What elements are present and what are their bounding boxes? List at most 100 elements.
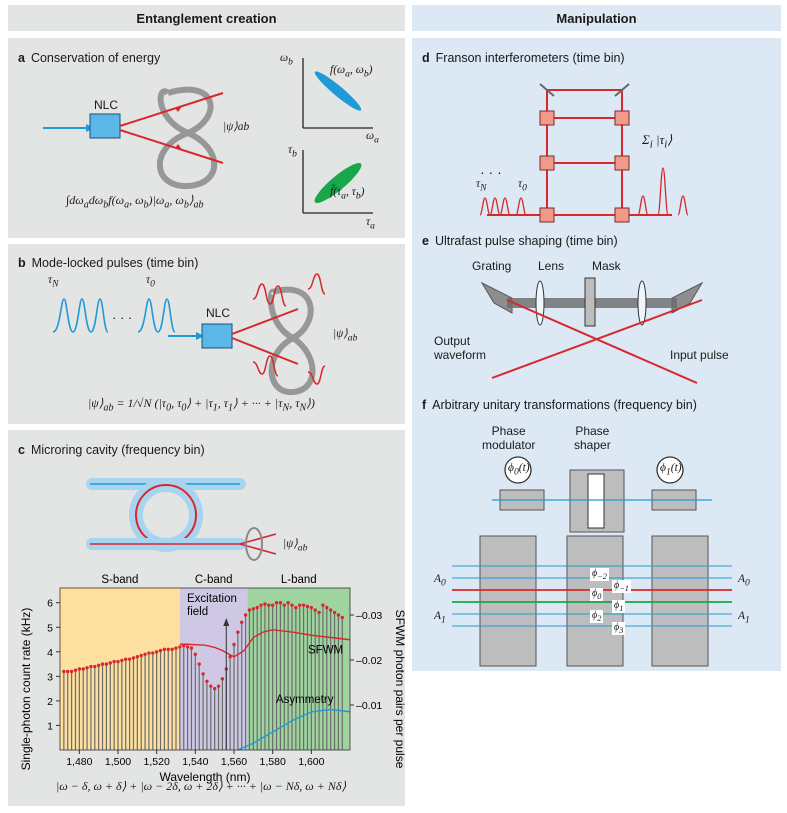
x-axis-label: Wavelength (nm) xyxy=(160,770,251,784)
count-point xyxy=(309,605,314,610)
excitation-arrow-head xyxy=(223,618,230,626)
a1-input-label: A1 xyxy=(434,610,446,626)
count-point xyxy=(243,613,248,617)
count-point xyxy=(100,662,105,666)
y2-tick-label: –0.01 xyxy=(356,700,382,712)
band-label: S-band xyxy=(101,574,138,586)
y-tick-label: 2 xyxy=(47,696,53,708)
band-label: L-band xyxy=(281,574,317,586)
franson-dots: · · · xyxy=(480,164,502,180)
asymmetry-series-label: Asymmetry xyxy=(276,694,334,706)
count-point xyxy=(147,651,151,655)
y2-axis-label: SFWM photon pairs per pulse xyxy=(393,610,407,769)
count-point xyxy=(270,603,275,607)
count-point xyxy=(212,686,217,691)
x-tick-label: 1,580 xyxy=(260,756,286,768)
count-point xyxy=(325,605,329,610)
count-point xyxy=(340,615,344,620)
sfwm-series-label: SFWM xyxy=(308,644,343,656)
time-bin-equation: |ψ⟩ab = 1/√N (|τ0, τ0⟩ + |τ1, τ1⟩ + ··· … xyxy=(88,396,315,414)
count-point xyxy=(143,652,147,656)
nlc-label-b: NLC xyxy=(206,306,231,320)
a0-output-label: A0 xyxy=(738,573,750,589)
count-point xyxy=(298,603,302,607)
psi-ab-label-b: |ψ⟩ab xyxy=(333,328,358,344)
x-tick-label: 1,480 xyxy=(66,756,92,768)
count-point xyxy=(185,645,190,649)
tau-0-label-d: τ0 xyxy=(518,178,527,194)
count-point xyxy=(77,667,82,671)
count-point xyxy=(255,605,259,610)
output-waveform-label: Output waveform xyxy=(434,334,487,362)
count-point xyxy=(209,684,213,688)
a1-output-label: A1 xyxy=(738,610,750,626)
count-point xyxy=(124,657,128,661)
series-line-asymmetry xyxy=(237,708,351,751)
count-point xyxy=(197,662,201,666)
x-tick-label: 1,520 xyxy=(144,756,170,768)
count-point xyxy=(313,608,317,612)
mask-label: Mask xyxy=(592,259,621,273)
count-point xyxy=(240,620,244,625)
count-point xyxy=(69,669,74,674)
count-point xyxy=(66,669,70,674)
chart-frame xyxy=(59,587,351,751)
count-point xyxy=(104,662,109,666)
count-point xyxy=(232,642,236,647)
integral-equation: ∫dωadωbf(ωa, ωb)|ωa, ωb⟩ab xyxy=(66,193,204,211)
nlc-label: NLC xyxy=(94,98,119,112)
count-point xyxy=(321,603,325,607)
count-point xyxy=(267,603,271,607)
input-pulse-label: Input pulse xyxy=(670,348,729,362)
phase-label: ϕ0 xyxy=(590,588,604,601)
tau-n-label: τN xyxy=(48,274,59,290)
a0-input-label: A0 xyxy=(434,573,446,589)
count-point xyxy=(317,610,321,615)
x-tick-label: 1,600 xyxy=(298,756,324,768)
count-point xyxy=(139,653,143,658)
count-point xyxy=(193,652,198,656)
count-point xyxy=(170,647,174,652)
grating-label: Grating xyxy=(472,259,512,273)
count-point xyxy=(301,603,306,607)
count-point xyxy=(116,659,120,664)
series-line-sfwm xyxy=(179,629,351,658)
count-point xyxy=(81,667,85,671)
x-tick-label: 1,500 xyxy=(105,756,131,768)
tau-b-axis-label: τb xyxy=(288,144,297,160)
lens-label: Lens xyxy=(538,259,565,273)
count-point xyxy=(154,650,159,654)
count-point xyxy=(131,656,136,660)
omega-a-axis-label: ωa xyxy=(366,130,379,146)
phase-label: ϕ1 xyxy=(612,600,626,613)
excitation-field-label: field xyxy=(187,606,208,618)
count-point xyxy=(263,602,267,606)
panel-b-diagram xyxy=(52,273,326,395)
count-point xyxy=(178,645,182,649)
count-point xyxy=(174,646,178,650)
count-point xyxy=(278,601,283,605)
f-omega-label: f(ωa, ωb) xyxy=(330,64,373,80)
header-entanglement-creation: Entanglement creation xyxy=(8,5,405,31)
y-axis-label: Single-photon count rate (kHz) xyxy=(19,608,33,771)
count-point xyxy=(158,648,163,653)
count-point xyxy=(89,664,93,669)
phi1-t-label: ϕ1(t) xyxy=(660,462,682,478)
count-point xyxy=(236,630,240,634)
omega-b-axis-label: ωb xyxy=(280,52,293,68)
count-point xyxy=(93,664,97,669)
header-manipulation: Manipulation xyxy=(412,5,781,31)
y2-tick-label: –0.03 xyxy=(356,610,382,622)
count-point xyxy=(162,647,167,652)
count-point xyxy=(166,647,170,652)
count-point xyxy=(205,679,209,683)
count-point xyxy=(259,603,263,607)
count-point xyxy=(73,668,78,672)
count-point xyxy=(294,605,298,610)
